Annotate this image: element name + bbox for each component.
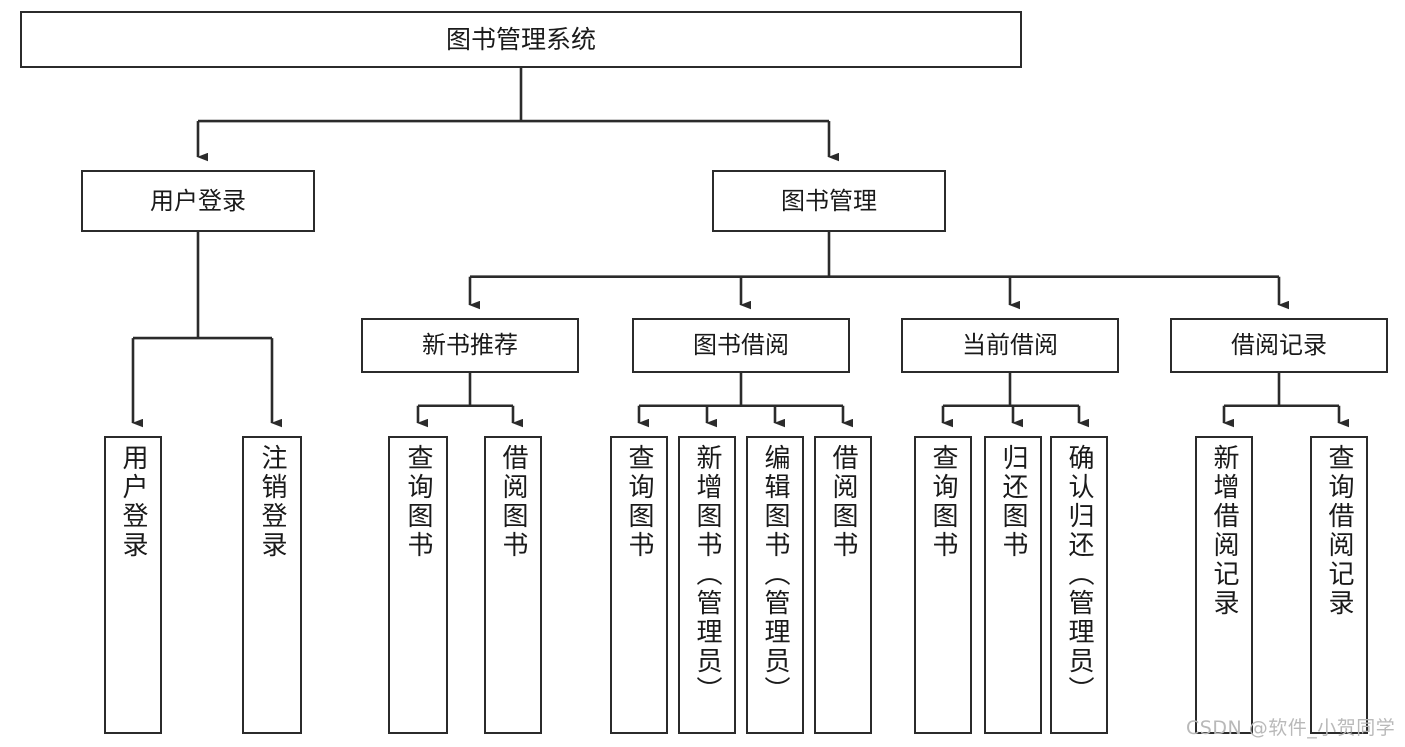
node-label: 新增图书（管理员） [692, 444, 722, 705]
node-current[interactable]: 当前借阅 [901, 318, 1119, 373]
node-label: 图书管理 [781, 186, 877, 215]
node-leaf-4[interactable]: 借阅图书 [484, 436, 542, 734]
node-label: 归还图书 [998, 444, 1028, 560]
node-borrow[interactable]: 图书借阅 [632, 318, 850, 373]
node-label: 借阅记录 [1231, 331, 1327, 360]
node-label: 图书管理系统 [445, 24, 596, 54]
node-leaf-13[interactable]: 查询借阅记录 [1310, 436, 1368, 734]
node-leaf-3[interactable]: 查询图书 [388, 436, 448, 734]
node-label: 借阅图书 [828, 444, 858, 560]
node-newbook[interactable]: 新书推荐 [361, 318, 579, 373]
node-label: 查询借阅记录 [1324, 444, 1354, 618]
node-label: 查询图书 [624, 444, 654, 560]
node-label: 编辑图书（管理员） [760, 444, 790, 705]
node-records[interactable]: 借阅记录 [1170, 318, 1388, 373]
node-login[interactable]: 用户登录 [81, 170, 315, 232]
node-label: 当前借阅 [962, 331, 1058, 360]
node-label: 新书推荐 [422, 331, 518, 360]
node-label: 确认归还（管理员） [1064, 444, 1094, 705]
node-leaf-8[interactable]: 借阅图书 [814, 436, 872, 734]
node-leaf-1[interactable]: 用户登录 [104, 436, 162, 734]
node-label: 注销登录 [257, 444, 287, 560]
node-leaf-6[interactable]: 新增图书（管理员） [678, 436, 736, 734]
node-leaf-2[interactable]: 注销登录 [242, 436, 302, 734]
node-root[interactable]: 图书管理系统 [20, 11, 1022, 68]
node-label: 用户登录 [118, 444, 148, 560]
node-label: 查询图书 [403, 444, 433, 560]
node-label: 查询图书 [928, 444, 958, 560]
node-leaf-7[interactable]: 编辑图书（管理员） [746, 436, 804, 734]
node-leaf-10[interactable]: 归还图书 [984, 436, 1042, 734]
node-leaf-12[interactable]: 新增借阅记录 [1195, 436, 1253, 734]
node-bookmgmt[interactable]: 图书管理 [712, 170, 946, 232]
node-label: 借阅图书 [498, 444, 528, 560]
node-leaf-5[interactable]: 查询图书 [610, 436, 668, 734]
watermark-text: CSDN @软件_小贺同学 [1186, 717, 1396, 739]
node-leaf-11[interactable]: 确认归还（管理员） [1050, 436, 1108, 734]
node-label: 用户登录 [150, 186, 246, 215]
node-label: 图书借阅 [693, 331, 789, 360]
node-leaf-9[interactable]: 查询图书 [914, 436, 972, 734]
node-label: 新增借阅记录 [1209, 444, 1239, 618]
